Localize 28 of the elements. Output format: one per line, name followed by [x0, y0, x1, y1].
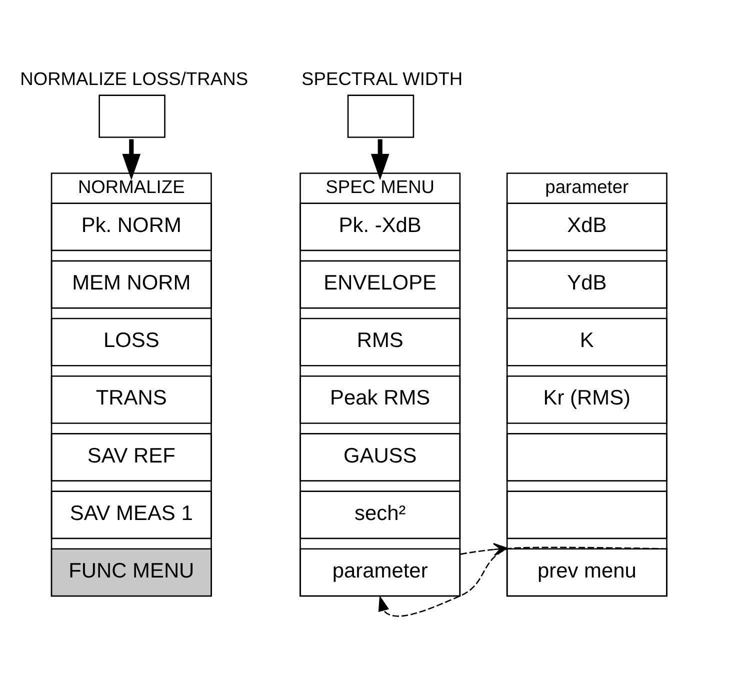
node-box: YdB: [506, 260, 667, 308]
node-box: XdB: [506, 202, 667, 251]
node-box: RMS: [299, 317, 460, 366]
node-box: [506, 490, 667, 539]
node-box: Pk. NORM: [50, 202, 212, 251]
node-box: SAV MEAS 1: [50, 490, 212, 539]
node-box: Kr (RMS): [506, 374, 667, 424]
node-box: GAUSS: [299, 432, 460, 481]
node-box: [98, 94, 165, 138]
node-box: Peak RMS: [299, 374, 460, 424]
arrow: [370, 138, 389, 180]
node-box: TRANS: [50, 374, 212, 424]
node-box: MEM NORM: [50, 260, 212, 308]
node-box: [346, 94, 414, 138]
node-box: prev menu: [506, 548, 667, 596]
node-box: LOSS: [50, 317, 212, 366]
node-label: SPECTRAL WIDTH: [301, 68, 462, 89]
node-box: ENVELOPE: [299, 260, 460, 308]
node-box: parameter: [299, 548, 460, 596]
node-box: Pk. -XdB: [299, 202, 460, 251]
arrow: [122, 138, 140, 180]
node-box: sech²: [299, 490, 460, 539]
node-box: SAV REF: [50, 432, 212, 481]
arrow: [378, 546, 666, 616]
node-box: FUNC MENU: [50, 548, 212, 596]
node-box: K: [506, 317, 667, 366]
node-box: [506, 432, 667, 481]
node-label: NORMALIZE LOSS/TRANS: [20, 68, 248, 89]
